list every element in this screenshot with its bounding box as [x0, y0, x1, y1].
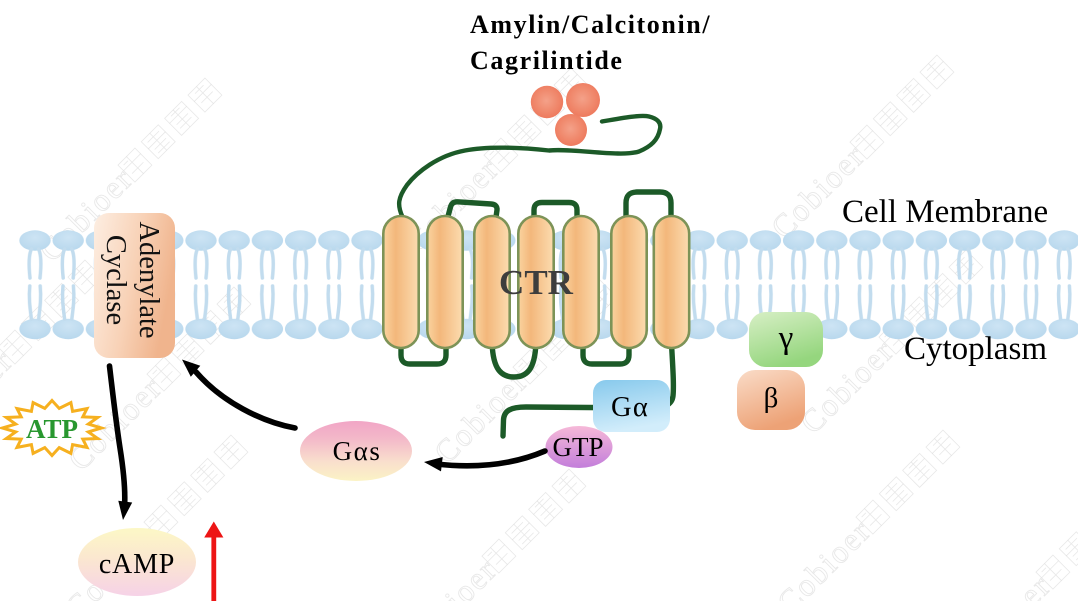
svg-text:cAMP: cAMP — [99, 549, 175, 580]
svg-text:ATP: ATP — [26, 414, 78, 444]
svg-text:AdenylateCyclase: AdenylateCyclase — [100, 221, 164, 338]
svg-text:CTR: CTR — [499, 263, 574, 302]
svg-text:Gα: Gα — [611, 392, 649, 423]
svg-text:γ: γ — [778, 320, 794, 356]
svg-text:Cagrilintide: Cagrilintide — [470, 46, 624, 75]
svg-text:Cell Membrane: Cell Membrane — [842, 194, 1048, 230]
svg-text:Amylin/Calcitonin/: Amylin/Calcitonin/ — [470, 10, 711, 39]
svg-text:Cytoplasm: Cytoplasm — [904, 331, 1047, 367]
svg-text:β: β — [764, 382, 779, 414]
svg-text:Gαs: Gαs — [333, 436, 382, 466]
svg-text:GTP: GTP — [552, 432, 603, 462]
